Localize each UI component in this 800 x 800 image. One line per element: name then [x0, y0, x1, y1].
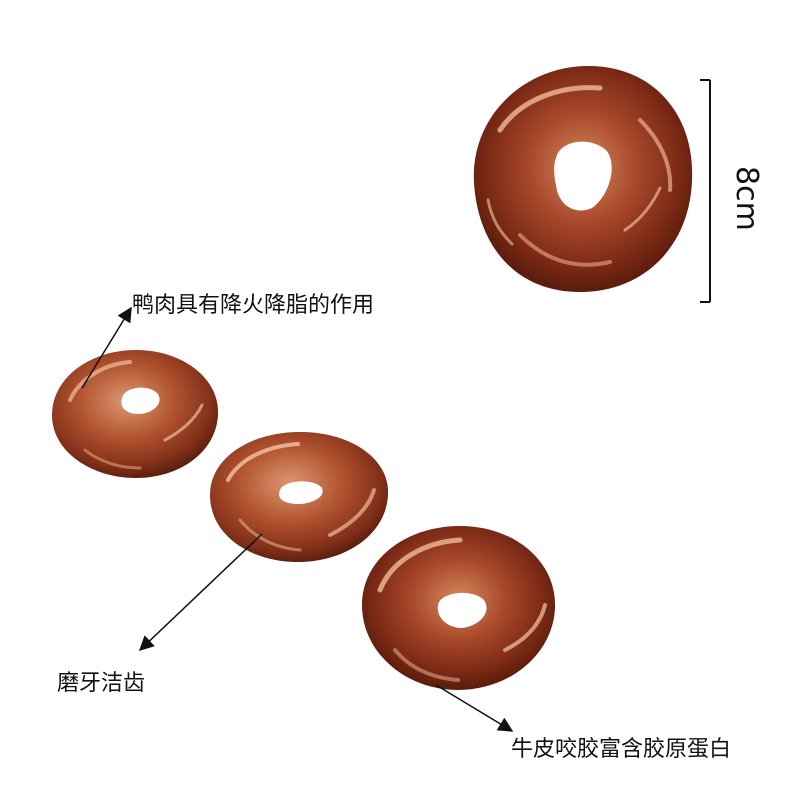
- arrow-teeth: [138, 533, 263, 652]
- teeth-cleaning-label: 磨牙洁齿: [57, 671, 146, 696]
- chew-ring-middle: [210, 432, 389, 562]
- arrow-collagen: [435, 684, 514, 732]
- chew-ring-left: [52, 350, 219, 478]
- size-label: 8cm: [729, 166, 764, 231]
- chew-ring-large: [473, 65, 693, 292]
- duck-benefit-label: 鸭肉具有降火降脂的作用: [132, 293, 375, 318]
- chew-ring-bottom: [362, 526, 556, 690]
- arrow-duck: [81, 306, 132, 389]
- collagen-label: 牛皮咬胶富含胶原蛋白: [511, 737, 732, 762]
- size-bracket: [700, 79, 711, 303]
